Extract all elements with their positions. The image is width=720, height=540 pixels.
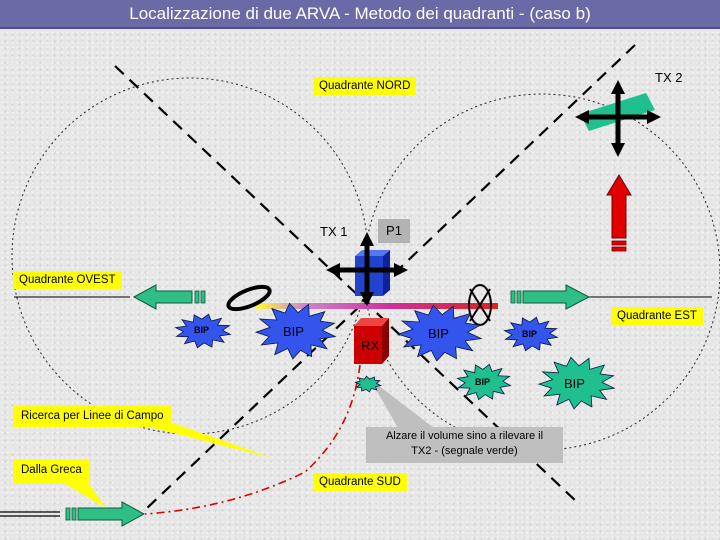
callout-pointer bbox=[370, 379, 434, 428]
bip-burst-green-large bbox=[537, 356, 616, 410]
quadrant-ovest-label: Quadrante OVEST bbox=[13, 271, 122, 289]
rx-label: RX bbox=[361, 338, 380, 353]
tx2-cross-arrows bbox=[575, 80, 661, 157]
slide-title: Localizzazione di due ARVA - Metodo dei … bbox=[0, 0, 720, 29]
signal-bar bbox=[255, 303, 498, 309]
tx1-box bbox=[355, 250, 390, 296]
red-up-arrow bbox=[606, 174, 632, 252]
tx1-label: TX 1 bbox=[320, 224, 348, 239]
bip-label-right-small: BIP bbox=[522, 329, 538, 339]
tiny-green-burst bbox=[354, 375, 382, 393]
bip-label-green-large: BIP bbox=[564, 376, 585, 391]
tx1-cross-arrows bbox=[326, 232, 408, 306]
east-green-arrow bbox=[510, 284, 591, 310]
callout-line-2: TX2 - (segnale verde) bbox=[411, 445, 518, 457]
quadrant-sud-label: Quadrante SUD bbox=[313, 473, 407, 491]
bip-label-right-large: BIP bbox=[428, 326, 449, 341]
callout-line-1: Alzare il volume sino a rilevare il bbox=[385, 430, 544, 442]
ricerca-pointer bbox=[130, 422, 272, 458]
bottom-green-arrow bbox=[65, 501, 146, 527]
search-path bbox=[144, 364, 361, 515]
tx2-field-circle bbox=[363, 93, 720, 451]
bip-burst-left-small bbox=[174, 313, 232, 349]
ricerca-label: Ricerca per Linee di Campo bbox=[13, 405, 172, 427]
quadrant-nord-label: Quadrante NORD bbox=[313, 77, 417, 95]
rx-box bbox=[354, 318, 389, 364]
greca-label: Dalla Greca bbox=[13, 460, 90, 484]
ellipse-marker bbox=[226, 284, 272, 312]
bip-label-green-small: BIP bbox=[475, 377, 491, 387]
west-green-arrow bbox=[132, 284, 206, 310]
bip-burst-green-small bbox=[456, 363, 512, 401]
p1-label: P1 bbox=[378, 219, 410, 243]
tx1-field-circle bbox=[11, 77, 369, 435]
bip-burst-right-small bbox=[503, 316, 559, 352]
bip-burst-right-large bbox=[396, 304, 483, 362]
tx2-label: TX 2 bbox=[655, 70, 683, 85]
diagonal-axis-ne-sw bbox=[144, 44, 636, 511]
volume-callout: Alzare il volume sino a rilevare il TX2 … bbox=[366, 427, 563, 463]
bip-burst-left-large bbox=[254, 302, 337, 360]
greca-pointer bbox=[55, 478, 106, 508]
quadrant-est-label: Quadrante EST bbox=[611, 307, 703, 325]
bip-label-left-small: BIP bbox=[194, 325, 210, 335]
bip-label-left-large: BIP bbox=[283, 324, 304, 339]
